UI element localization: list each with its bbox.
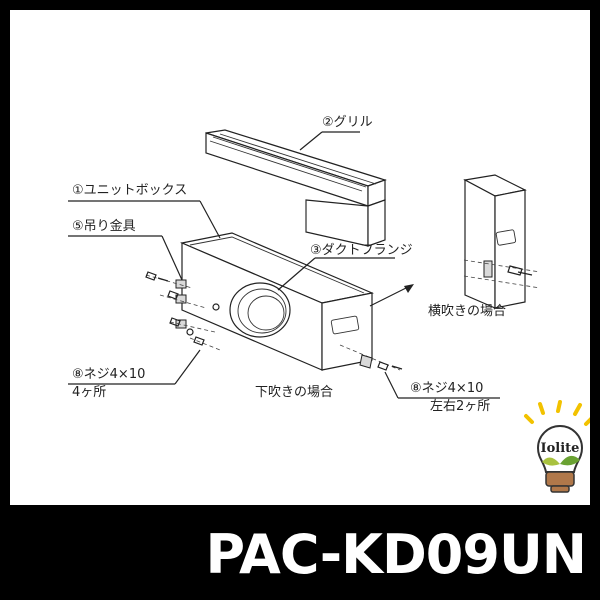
assembly-diagram: ②グリル ①ユニットボックス ⑤吊り金具 ③ダクトフランジ ⑧ネジ4×10 4ヶ… <box>68 115 590 493</box>
label-unit-box: ①ユニットボックス <box>72 183 187 198</box>
diagram-canvas: ②グリル ①ユニットボックス ⑤吊り金具 ③ダクトフランジ ⑧ネジ4×10 4ヶ… <box>10 10 590 505</box>
light-rays-icon <box>524 400 590 426</box>
label-screw-bottom: ⑧ネジ4×10 <box>72 367 145 382</box>
direction-arrow <box>369 284 414 307</box>
hanger-brackets <box>175 279 187 329</box>
iolite-logo: Iolite <box>524 400 590 493</box>
duct-flange-ring <box>229 282 291 338</box>
light-bulb-icon <box>536 425 584 493</box>
model-number: PAC-KD09UN <box>205 523 587 586</box>
logo-wordmark: Iolite <box>541 441 580 456</box>
label-screw-bottom-qty: 4ヶ所 <box>72 385 106 400</box>
label-side-case: 横吹きの場合 <box>428 304 506 319</box>
unit-box-part <box>175 232 375 371</box>
grille-part <box>205 129 387 247</box>
label-duct-flange: ③ダクトフランジ <box>310 243 413 258</box>
label-hanger: ⑤吊り金具 <box>72 218 136 234</box>
label-grille: ②グリル <box>322 115 373 130</box>
side-blow-box <box>463 174 541 309</box>
label-screw-side-qty: 左右2ヶ所 <box>430 399 490 414</box>
screws-bottom <box>145 271 221 351</box>
label-screw-side: ⑧ネジ4×10 <box>410 381 483 396</box>
screws-side <box>339 344 403 371</box>
leader-lines <box>68 131 500 399</box>
label-bottom-case: 下吹きの場合 <box>255 385 333 400</box>
